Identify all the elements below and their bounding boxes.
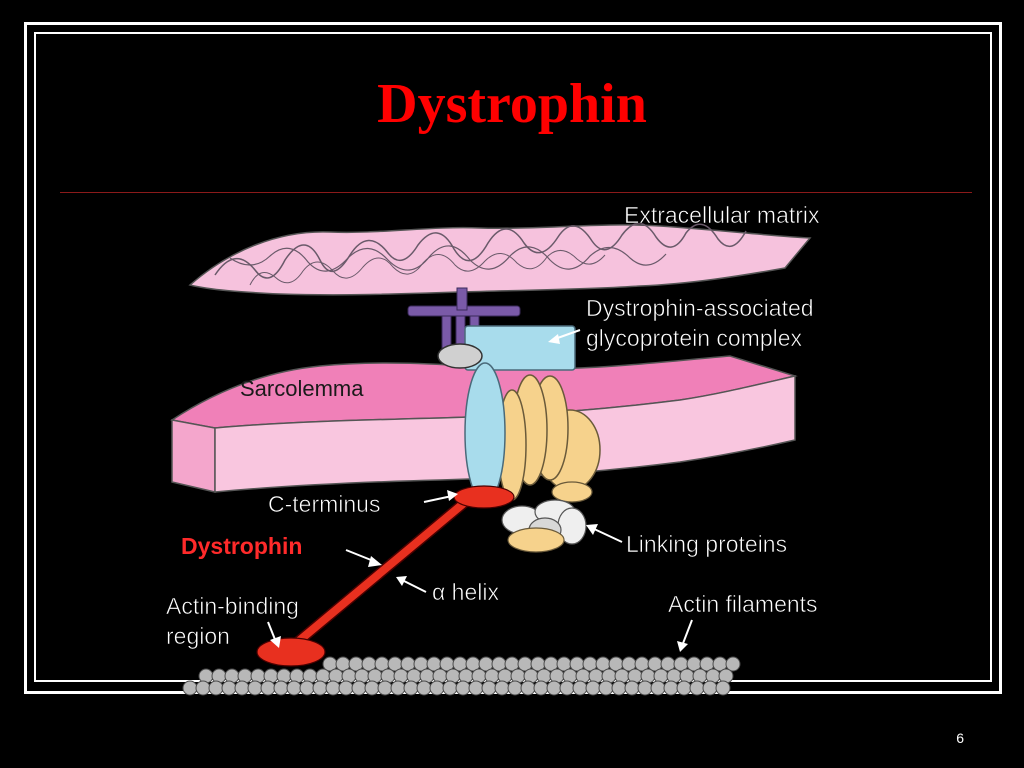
arrow-c-terminus <box>423 490 458 503</box>
actin-bead <box>312 680 328 696</box>
label-actin-filaments: Actin filaments <box>668 591 818 617</box>
label-actin-binding-line1: Actin-binding <box>166 593 299 619</box>
actin-bead <box>546 680 562 696</box>
arrow-linking-proteins <box>586 524 623 543</box>
label-dgc-line2: glycoprotein complex <box>586 325 803 351</box>
page-number: 6 <box>956 730 964 746</box>
label-extracellular-matrix: Extracellular matrix <box>624 202 820 228</box>
title-divider <box>60 192 972 193</box>
actin-bead <box>299 680 315 696</box>
actin-bead <box>585 680 601 696</box>
actin-bead <box>351 680 367 696</box>
arrow-dystrophin <box>345 549 382 567</box>
actin-bead <box>286 680 302 696</box>
label-actin-binding-line2: region <box>166 623 230 649</box>
linking-proteins <box>501 499 587 553</box>
actin-bead <box>533 680 549 696</box>
actin-bead <box>650 680 666 696</box>
actin-bead <box>442 680 458 696</box>
actin-bead <box>403 680 419 696</box>
actin-bead <box>273 680 289 696</box>
actin-bead <box>663 680 679 696</box>
arrow-alpha-helix <box>396 576 427 593</box>
label-sarcolemma: Sarcolemma <box>240 376 364 401</box>
actin-bead <box>624 680 640 696</box>
label-dgc-line1: Dystrophin-associated <box>586 295 814 321</box>
arrow-dgc <box>548 329 581 344</box>
label-alpha-helix: α helix <box>432 579 499 605</box>
grey-oval-protein <box>437 343 483 369</box>
slide-title: Dystrophin <box>377 73 647 135</box>
actin-bead <box>455 680 471 696</box>
actin-bead <box>572 680 588 696</box>
annotation-arrows <box>267 329 693 652</box>
actin-bead <box>195 680 211 696</box>
actin-bead <box>364 680 380 696</box>
actin-bead <box>338 680 354 696</box>
actin-bead <box>325 680 341 696</box>
label-c-terminus: C-terminus <box>268 491 380 517</box>
label-dystrophin: Dystrophin <box>181 533 302 559</box>
actin-bead <box>676 680 692 696</box>
actin-bead <box>390 680 406 696</box>
actin-bead <box>247 680 263 696</box>
actin-bead <box>702 680 718 696</box>
actin-bead <box>260 680 276 696</box>
arrow-actin-binding <box>267 621 281 648</box>
actin-bead <box>481 680 497 696</box>
actin-bead <box>234 680 250 696</box>
actin-bead <box>520 680 536 696</box>
extracellular-matrix <box>188 222 812 296</box>
light-blue-transmembrane-protein <box>464 362 506 504</box>
arrow-actin-filaments <box>677 619 693 652</box>
label-linking-proteins: Linking proteins <box>626 531 787 557</box>
actin-bead <box>208 680 224 696</box>
actin-bead <box>637 680 653 696</box>
actin-bead <box>468 680 484 696</box>
actin-bead <box>494 680 510 696</box>
actin-bead <box>715 680 731 696</box>
actin-bead <box>182 680 198 696</box>
actin-bead <box>725 656 741 672</box>
actin-bead <box>429 680 445 696</box>
actin-bead <box>598 680 614 696</box>
actin-bead <box>611 680 627 696</box>
actin-bead <box>416 680 432 696</box>
actin-filaments <box>182 656 741 696</box>
actin-bead <box>507 680 523 696</box>
actin-bead <box>221 680 237 696</box>
actin-bead <box>559 680 575 696</box>
actin-bead <box>689 680 705 696</box>
actin-bead <box>377 680 393 696</box>
